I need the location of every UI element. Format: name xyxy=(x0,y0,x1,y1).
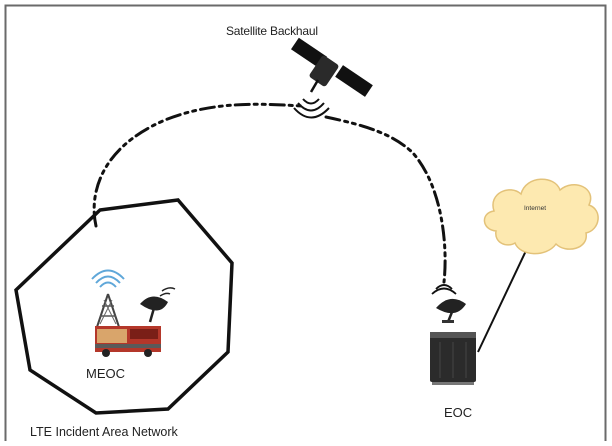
truck-icon xyxy=(95,326,161,357)
internet-label: Internet xyxy=(524,205,547,212)
internet-link xyxy=(477,237,533,353)
satellite-backhaul-label: Satellite Backhaul xyxy=(226,24,318,38)
satellite-link xyxy=(92,102,447,284)
cloud-icon xyxy=(483,178,599,255)
satellite-dish-icon xyxy=(431,284,466,323)
eoc-label: EOC xyxy=(444,405,473,420)
server-icon xyxy=(430,332,476,385)
cell-tower-icon xyxy=(91,269,125,331)
meoc-label: MEOC xyxy=(86,366,125,381)
incident-area-boundary xyxy=(14,198,234,415)
satellite-dish-icon xyxy=(140,287,176,323)
satellite-icon xyxy=(290,37,373,119)
incident-area-network-label: LTE Incident Area Network xyxy=(30,425,178,439)
